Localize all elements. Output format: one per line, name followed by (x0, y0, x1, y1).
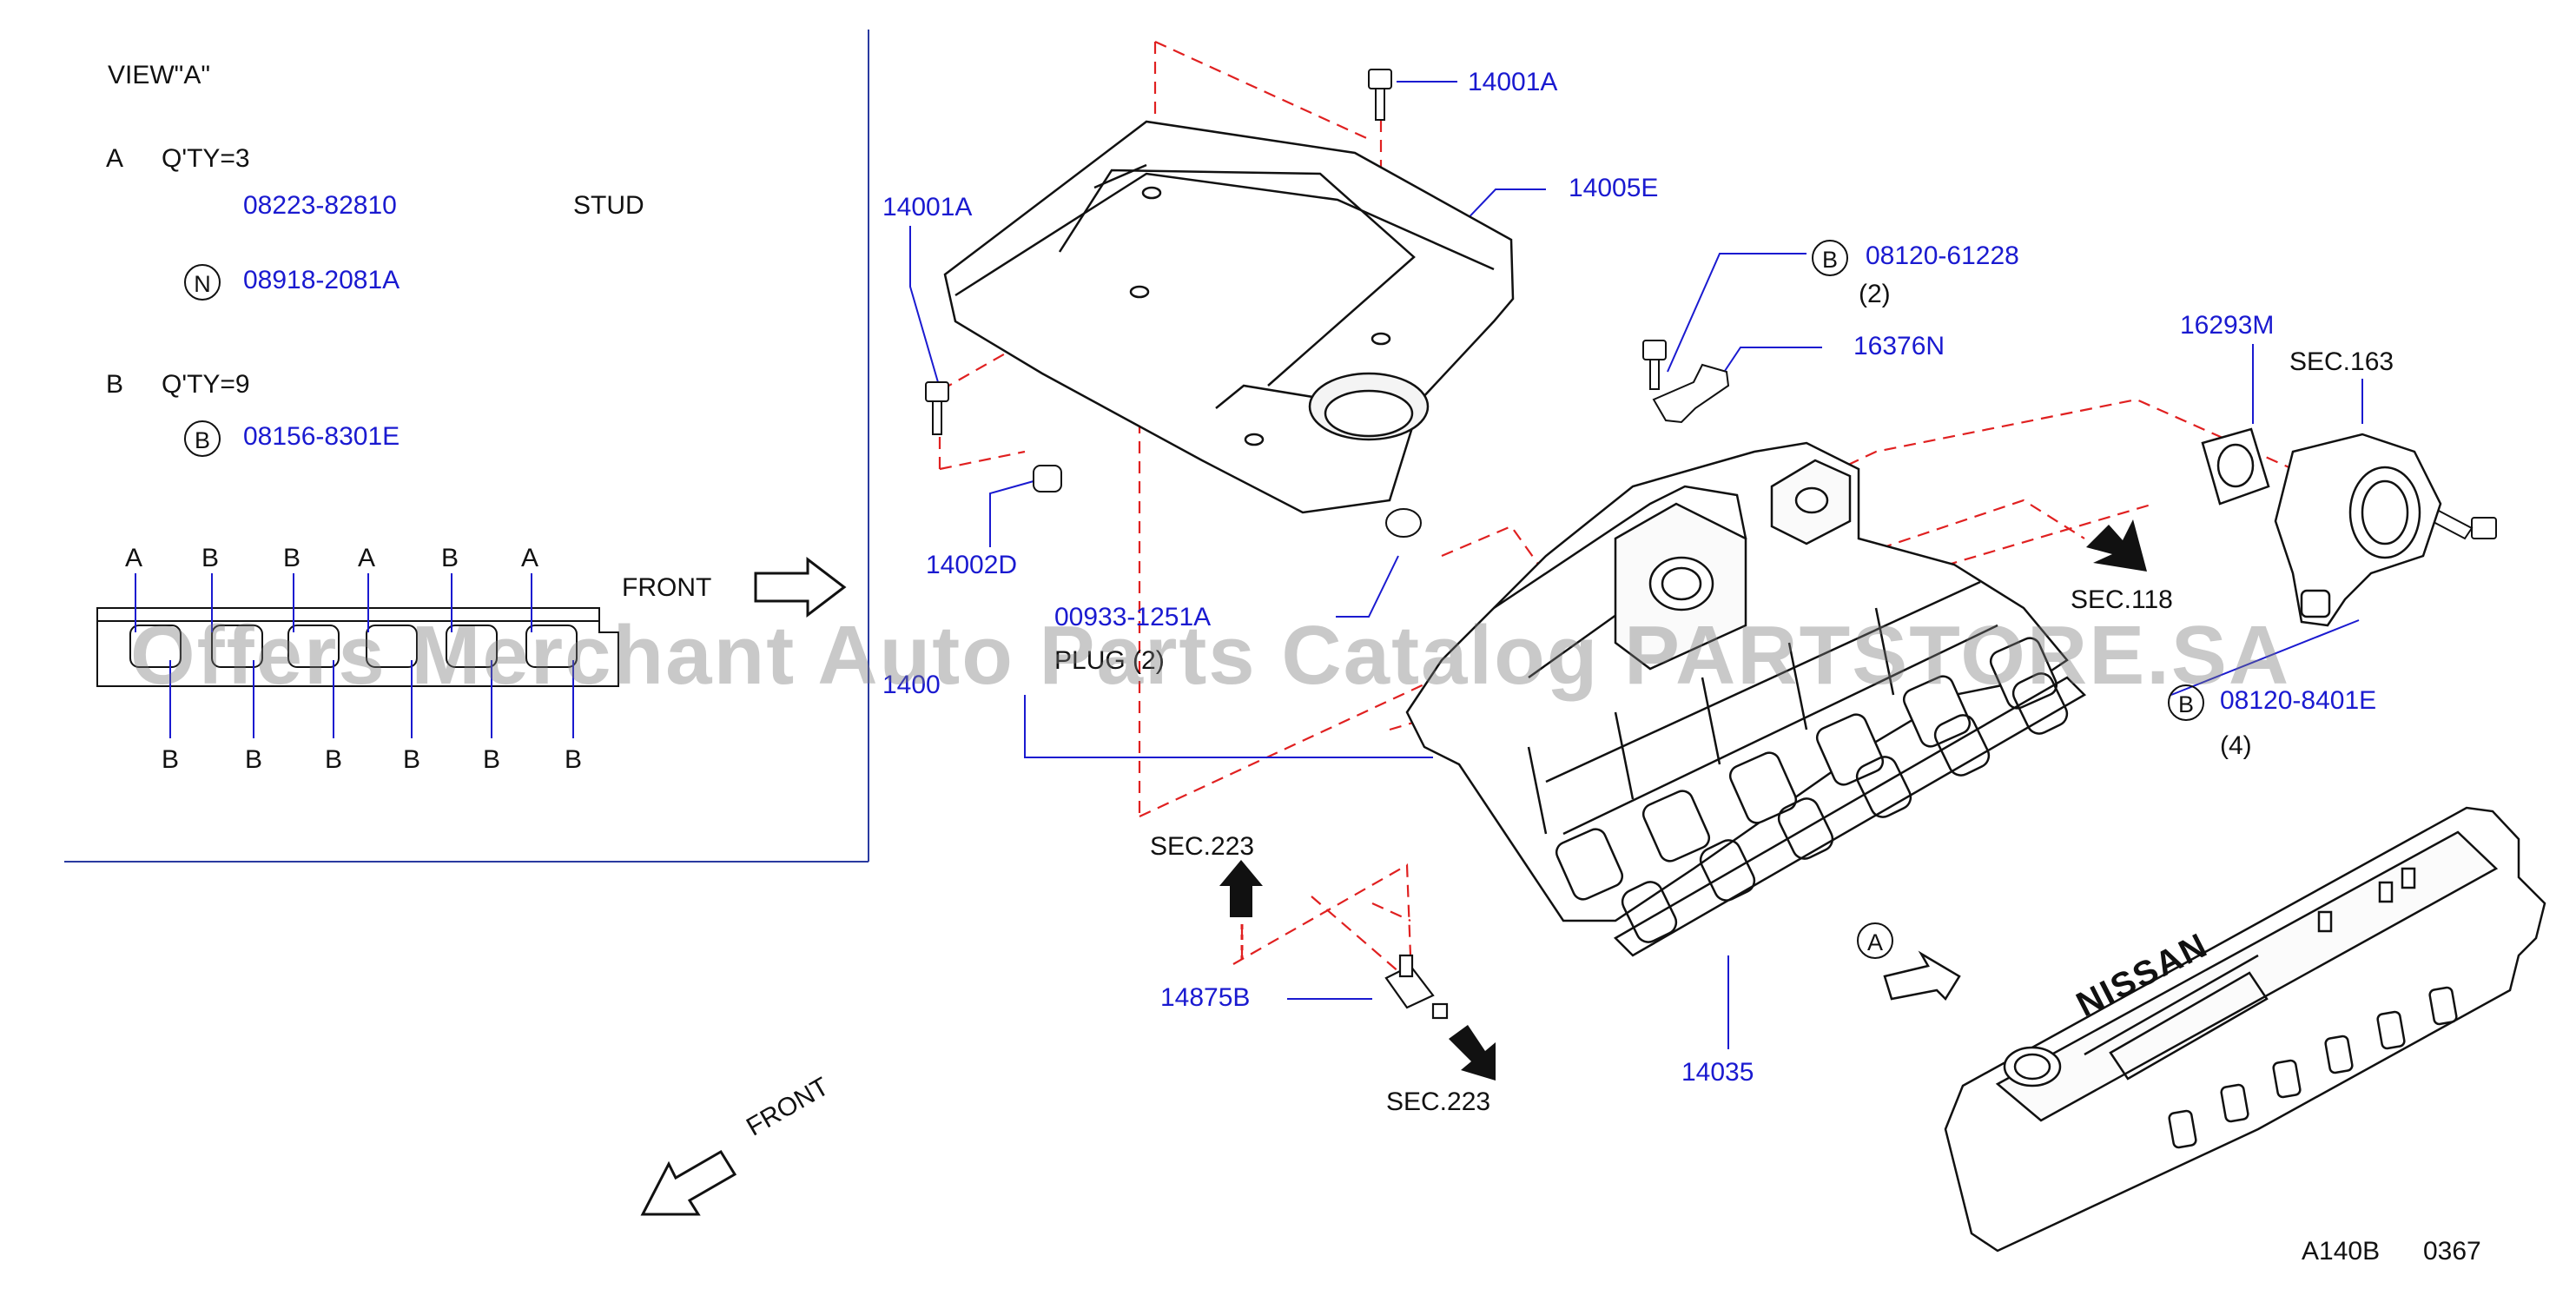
diagram-code: A140B (2302, 1237, 2381, 1266)
part-number-14005e[interactable]: 14005E (1569, 174, 1659, 202)
view-a-marker-icon: A (1857, 922, 1893, 959)
section-arrows (1219, 519, 2147, 1081)
engine-cover (943, 120, 1515, 514)
part-number-14002d[interactable]: 14002D (926, 551, 1018, 579)
part-number-08223-82810[interactable]: 08223-82810 (243, 191, 397, 220)
intake-manifold (1405, 441, 2069, 922)
code-b-icon: B (184, 420, 221, 457)
code-b-icon: B (1812, 240, 1848, 276)
position-letter: B (483, 745, 501, 774)
position-letter: A (125, 544, 143, 572)
manifold-gasket (1613, 672, 2087, 957)
part-number-08120-8401e[interactable]: 08120-8401E (2220, 686, 2377, 715)
part-number-16376n[interactable]: 16376N (1853, 332, 1945, 360)
assembly-dashed-lines (938, 40, 2294, 974)
throttle-gasket (2201, 427, 2270, 506)
page-number: 0367 (2423, 1237, 2481, 1266)
section-118-label[interactable]: SEC.118 (2071, 585, 2173, 614)
view-a-qty-a: Q'TY=3 (162, 144, 250, 173)
watermark: Offers Merchant Auto Parts Catalog PARTS… (130, 609, 2291, 702)
part-number-08120-61228[interactable]: 08120-61228 (1866, 241, 2019, 270)
plug-label: PLUG (2) (1054, 646, 1165, 675)
position-letter: B (201, 544, 220, 572)
code-b-icon: B (2168, 684, 2204, 721)
part-number-08918-2081a[interactable]: 08918-2081A (243, 266, 400, 294)
bracket-16376n (1652, 363, 1730, 424)
view-a-frame (64, 30, 869, 863)
qty-08120-8401e: (4) (2220, 731, 2252, 760)
part-number-14035[interactable]: 14035 (1681, 1058, 1754, 1087)
position-letter: B (325, 745, 343, 774)
position-letter: B (565, 745, 583, 774)
position-letter: B (441, 544, 459, 572)
section-163-label[interactable]: SEC.163 (2289, 347, 2394, 376)
position-letter: B (283, 544, 301, 572)
part-number-00933-1251a[interactable]: 00933-1251A (1054, 603, 1212, 631)
qty-08120-61228: (2) (1859, 280, 1891, 308)
view-a-direction-arrow-icon (1883, 950, 1961, 1001)
position-letter: B (403, 745, 421, 774)
stud-description: STUD (573, 191, 644, 220)
engine-block (1944, 806, 2546, 1253)
hose-connector (1384, 954, 1449, 1020)
front-arrow-bottom-icon (640, 1149, 737, 1216)
view-a-label-b: B (106, 370, 124, 399)
view-a-title: VIEW"A" (108, 61, 210, 89)
part-number-14001-partial[interactable]: 1400 (882, 671, 941, 699)
section-223-top-label[interactable]: SEC.223 (1150, 832, 1255, 861)
section-223-bottom-label[interactable]: SEC.223 (1386, 1087, 1491, 1116)
view-a-leaders (135, 573, 574, 738)
position-letter: A (521, 544, 539, 572)
view-a-label-a: A (106, 144, 124, 173)
part-number-14001a-left[interactable]: 14001A (882, 193, 973, 221)
throttle-chamber (2274, 433, 2442, 627)
code-n-icon: N (184, 264, 221, 301)
position-letter: B (162, 745, 180, 774)
position-letter: B (245, 745, 263, 774)
view-a-front-label: FRONT (622, 573, 712, 602)
part-number-14875b[interactable]: 14875B (1160, 983, 1251, 1012)
part-number-14001a-top[interactable]: 14001A (1468, 68, 1558, 96)
view-a-head-flange (96, 607, 619, 687)
view-a-qty-b: Q'TY=9 (162, 370, 250, 399)
part-leader-lines (909, 81, 2363, 1049)
part-number-08156-8301e[interactable]: 08156-8301E (243, 422, 400, 451)
part-number-16293m[interactable]: 16293M (2180, 311, 2275, 340)
front-arrow-icon (754, 556, 847, 618)
bolt-icons (925, 69, 2497, 540)
position-letter: A (358, 544, 376, 572)
